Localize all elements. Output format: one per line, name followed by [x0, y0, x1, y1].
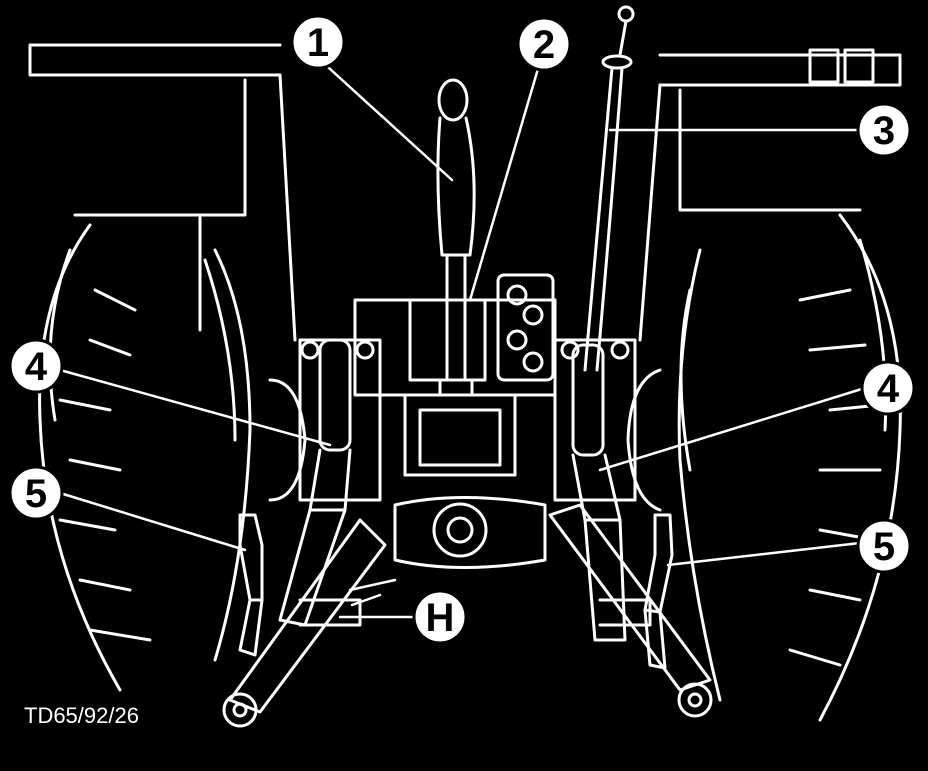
leader-4-right: [598, 386, 867, 472]
leader-H-arrows: [348, 578, 397, 607]
callout-3: 3: [856, 102, 912, 158]
right-axle-housing: [553, 338, 662, 512]
right-lower-link: [548, 503, 713, 718]
figure-reference-code: TD65/92/26: [24, 703, 139, 728]
pto-shaft: [393, 496, 547, 569]
callout-4-right-label: 4: [877, 367, 900, 411]
callout-4-right: 4: [860, 360, 916, 416]
callout-5-right-label: 5: [873, 525, 895, 569]
callout-4-left-label: 4: [25, 345, 48, 389]
leader-4-left: [58, 368, 332, 447]
callout-3-label: 3: [873, 109, 895, 153]
callout-2: 2: [516, 16, 572, 72]
callout-1-label: 1: [307, 21, 329, 65]
callout-4-left: 4: [8, 338, 64, 394]
callout-H: H: [412, 589, 468, 645]
leader-5-right: [666, 541, 862, 567]
leader-5-left: [58, 491, 247, 552]
callout-H-label: H: [426, 596, 455, 640]
leader-2: [468, 60, 542, 302]
right-rear-tyre: [677, 213, 902, 722]
right-lift-rod: [571, 343, 627, 642]
lift-rod-levelling-handle: [583, 5, 635, 372]
right-check-chain: [643, 513, 674, 670]
callout-1: 1: [290, 14, 346, 70]
top-link: [436, 78, 476, 397]
left-lower-link: [222, 518, 387, 728]
callout-2-label: 2: [533, 23, 555, 67]
callout-5-left: 5: [8, 465, 64, 521]
left-rear-tyre: [38, 223, 252, 692]
callouts: 1 2 3 4 4 5 5 H: [8, 14, 916, 645]
callout-5-right: 5: [856, 518, 912, 574]
leader-lines: [58, 56, 867, 619]
rear-housing: [353, 273, 557, 477]
left-check-chain: [238, 513, 264, 657]
left-axle-housing: [268, 338, 382, 502]
leader-1: [316, 56, 454, 182]
callout-5-left-label: 5: [25, 472, 47, 516]
